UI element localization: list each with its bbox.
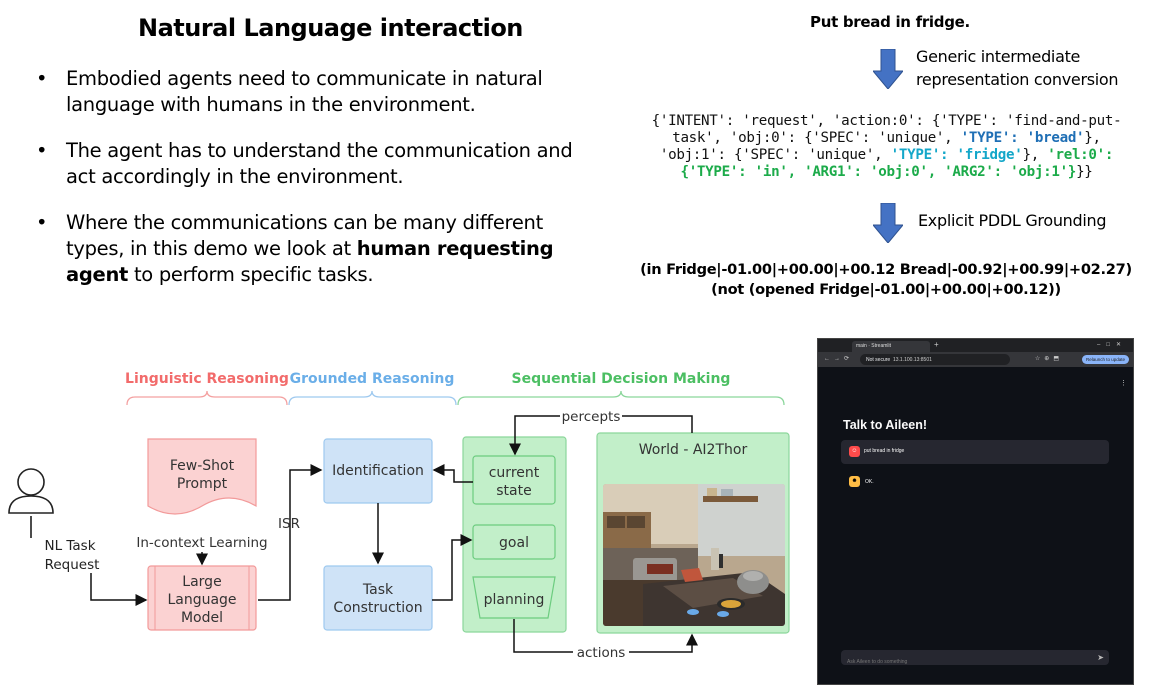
new-tab-icon[interactable]: + [934,340,939,349]
nav-arrows-icon[interactable]: ←→⟳ [824,356,854,362]
bullet-item: • The agent has to understand the commun… [36,138,596,190]
bullet-dot-icon: • [36,67,48,90]
bullet-text-tail: to perform specific tasks. [128,263,374,286]
chat-input-box: ➤ [841,650,1109,670]
user-message-text: put bread in fridge [864,448,905,454]
browser-tab[interactable]: main · Streamlit [852,341,930,352]
brace-linguistic [126,390,288,406]
current-state-label: state [496,483,531,499]
few-shot-prompt-node [147,438,257,515]
not-secure-label: Not secure [866,357,891,363]
bot-avatar-icon: ☻ [849,476,860,487]
user-avatar-icon: ☺ [849,446,860,457]
ir-line: 'obj:1': {'SPEC': 'unique', [659,147,891,163]
bullet-dot-icon: • [36,139,48,162]
ir-line: {'INTENT': 'request', 'action:0': {'TYPE… [651,113,1122,129]
ir-relation: 'rel:0': [1047,147,1114,163]
llm-label: Language [167,592,236,608]
ir-line: task', 'obj:0': {'SPEC': 'unique', [672,130,961,146]
actions-label: actions [577,645,626,661]
ai2thor-scene-image [603,484,785,626]
ir-bread-type: 'TYPE': 'bread' [960,130,1085,146]
nl-request-label: Request [45,557,100,573]
task-construction-node [323,565,433,631]
section-title-linguistic: Linguistic Reasoning [125,371,289,387]
current-state-label: current [489,465,540,481]
isr-label: ISR [278,516,300,532]
bullet-list: • Embodied agents need to communicate in… [36,66,596,308]
section-title-sequential: Sequential Decision Making [512,371,731,387]
chat-app-window: main · Streamlit + –□✕ ←→⟳ Not secure 13… [817,338,1134,685]
brace-grounded [288,390,457,406]
current-state-node [472,455,556,505]
user-message: ☺ put bread in fridge [841,440,1109,464]
task-construction-label: Task [362,582,394,598]
down-arrow-icon [873,203,903,243]
goal-label: goal [499,535,529,551]
url-text: 13.1.100.13:8501 [892,357,932,363]
ir-line: }, [1084,130,1101,146]
llm-label: Model [181,610,223,626]
browser-url-bar: ←→⟳ Not secure 13.1.100.13:8501 ☆⊕⬒ Rela… [818,352,1133,367]
brace-sequential [457,390,785,406]
chat-input[interactable] [841,654,1081,670]
bullet-dot-icon: • [36,211,48,234]
ir-relation: {'TYPE': 'in', 'ARG1': 'obj:0', 'ARG2': … [680,164,1077,180]
step-label-line: representation conversion [916,70,1119,89]
nl-request-label: NL Task [44,538,95,554]
section-title-grounded: Grounded Reasoning [290,371,455,387]
bullet-text: Where the communications can be many dif… [66,211,543,260]
pddl-line: (not (opened Fridge|-01.00|+00.00|+00.12… [711,281,1061,298]
identification-label: Identification [332,463,424,479]
pddl-goal: (in Fridge|-01.00|+00.00|+00.12 Bread|-0… [612,260,1159,300]
bullet-text: The agent has to understand the communic… [66,139,573,188]
down-arrow-icon [873,49,903,89]
bullet-text: Embodied agents need to communicate in n… [66,67,543,116]
bullet-item: • Where the communications can be many d… [36,210,596,288]
ir-line: }} [1076,164,1093,180]
pddl-line: (in Fridge|-01.00|+00.00|+00.12 Bread|-0… [640,261,1132,278]
world-label: World - AI2Thor [639,442,748,458]
app-menu-icon[interactable]: ⋮ [1120,380,1127,387]
llm-label: Large [182,574,221,590]
bullet-item: • Embodied agents need to communicate in… [36,66,596,118]
planning-node [472,576,556,619]
utterance-example: Put bread in fridge. [810,13,970,31]
user-icon [8,468,54,514]
url-field[interactable]: Not secure 13.1.100.13:8501 [860,354,1010,365]
percepts-label: percepts [562,409,621,425]
llm-node [147,565,257,631]
few-shot-label: Prompt [177,476,228,492]
bot-message-text: OK. [865,479,874,485]
extensions-icon[interactable]: ☆⊕⬒ [1034,356,1063,362]
icl-label: In-context Learning [136,535,267,551]
ir-fridge-type: 'TYPE': 'fridge' [890,147,1023,163]
relaunch-button[interactable]: Relaunch to update [1081,355,1129,364]
step-label-line: Generic intermediate [916,47,1081,66]
step-label: Explicit PDDL Grounding [918,211,1107,230]
ir-line: }, [1022,147,1048,163]
goal-node [472,524,556,560]
browser-tab-bar: main · Streamlit + –□✕ [818,339,1133,352]
few-shot-label: Few-Shot [170,458,235,474]
chat-title: Talk to Aileen! [843,418,928,432]
slide-title: Natural Language interaction [138,14,523,42]
task-construction-label: Construction [333,600,422,616]
intermediate-representation: {'INTENT': 'request', 'action:0': {'TYPE… [614,113,1159,181]
planning-label: planning [484,592,545,608]
bullet-emphasis: human requesting agent [66,237,554,286]
send-icon[interactable]: ➤ [1097,653,1104,662]
window-controls-icon[interactable]: –□✕ [1097,342,1127,348]
